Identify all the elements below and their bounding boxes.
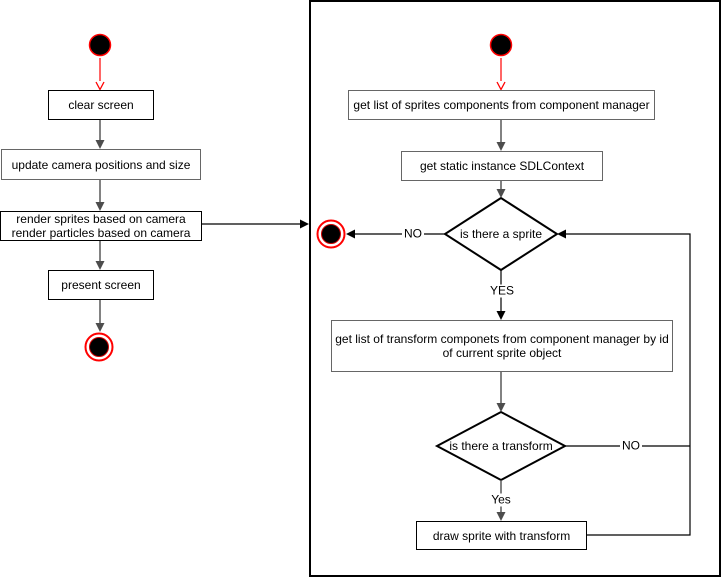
right-partition-frame — [309, 0, 721, 577]
branch-label-sprite-no: NO — [402, 226, 424, 241]
activity-draw-sprite: draw sprite with transform — [416, 521, 587, 550]
activity-get-sprites: get list of sprites components from comp… — [348, 90, 655, 120]
activity-render-line1: render sprites based on camera — [16, 212, 186, 226]
branch-label-transform-yes: Yes — [489, 492, 513, 507]
activity-get-transforms: get list of transform componets from com… — [331, 320, 673, 372]
end-node-left-core — [89, 337, 109, 357]
start-node-left — [88, 33, 112, 57]
decision-label-sprite: is there a sprite — [459, 226, 543, 241]
activity-present-screen: present screen — [48, 270, 154, 300]
activity-render: render sprites based on camera render pa… — [0, 211, 202, 241]
activity-update-camera: update camera positions and size — [1, 149, 201, 180]
activity-render-line2: render particles based on camera — [11, 226, 191, 240]
edge-loop-back-to-sprite-decision — [557, 229, 691, 536]
end-node-right-core — [321, 224, 341, 244]
branch-label-sprite-yes: YES — [487, 283, 517, 298]
start-node-right — [489, 33, 513, 57]
decision-label-transform: is there a transform — [449, 438, 553, 453]
branch-label-transform-no: NO — [620, 438, 642, 453]
activity-get-context: get static instance SDLContext — [401, 151, 603, 181]
activity-clear-screen: clear screen — [48, 90, 154, 120]
